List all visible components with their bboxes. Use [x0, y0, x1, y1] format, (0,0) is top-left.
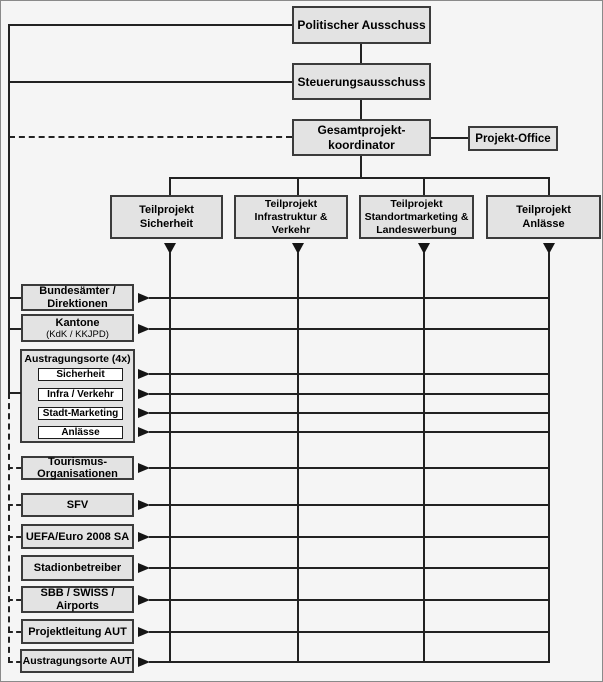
- stub-sbb-dashed: [8, 599, 21, 601]
- node-teilprojekt-infrastruktur-verkehr: Teilprojekt Infrastruktur & Verkehr: [234, 195, 348, 239]
- arrow-right-icon: [138, 500, 150, 510]
- austragungsorte-title: Austragungsorte (4x): [24, 353, 131, 365]
- matrix-row-line: [149, 631, 550, 633]
- arrow-down-icon: [543, 243, 555, 254]
- arrow-right-icon: [138, 595, 150, 605]
- node-austragungsorte-aut: Austragungsorte AUT: [20, 649, 134, 673]
- matrix-row-line: [149, 431, 550, 433]
- matrix-row-line: [149, 504, 550, 506]
- matrix-row-line: [149, 412, 550, 414]
- connector-politischer-steuerungs: [360, 44, 362, 63]
- matrix-row-line: [149, 567, 550, 569]
- stub-kantone: [8, 328, 21, 330]
- arrow-right-icon: [138, 463, 150, 473]
- left-spine-solid: [8, 24, 10, 394]
- left-spine-dashed: [8, 393, 10, 663]
- arrow-right-icon: [138, 627, 150, 637]
- matrix-row-line: [149, 393, 550, 395]
- connector-teilprojekt-splitter: [169, 177, 550, 179]
- node-kantone: Kantone (KdK / KKJPD): [21, 314, 134, 342]
- stub-projektleitung-dashed: [8, 631, 21, 633]
- matrix-row-line: [149, 373, 550, 375]
- node-teilprojekt-anlaesse: Teilprojekt Anlässe: [486, 195, 601, 239]
- stub-bundesaemter: [8, 297, 21, 299]
- arrow-right-icon: [138, 324, 150, 334]
- arrow-right-icon: [138, 657, 150, 667]
- matrix-row-line: [149, 328, 550, 330]
- node-austragungsorte-infra-verkehr: Infra / Verkehr: [38, 388, 123, 401]
- connector-steuerungs-gesamt: [360, 100, 362, 119]
- node-sfv: SFV: [21, 493, 134, 517]
- matrix-row-line: [149, 467, 550, 469]
- matrix-column-line: [297, 252, 299, 663]
- arrow-down-icon: [164, 243, 176, 254]
- arrow-right-icon: [138, 427, 150, 437]
- node-steuerungsausschuss: Steuerungsausschuss: [292, 63, 431, 100]
- arrow-right-icon: [138, 563, 150, 573]
- matrix-row-line: [149, 599, 550, 601]
- connector-drop-sicherheit: [169, 179, 171, 195]
- stub-tourismus-dashed: [8, 467, 21, 469]
- kantone-subtitle: (KdK / KKJPD): [46, 328, 109, 340]
- connector-drop-infrastruktur: [297, 179, 299, 195]
- arrow-right-icon: [138, 369, 150, 379]
- group-austragungsorte: Austragungsorte (4x) Sicherheit Infra / …: [20, 349, 135, 443]
- node-tourismus-organisationen: Tourismus- Organisationen: [21, 456, 134, 480]
- node-teilprojekt-standortmarketing-landeswerbung: Teilprojekt Standortmarketing & Landeswe…: [359, 195, 474, 239]
- matrix-column-line: [169, 252, 171, 663]
- matrix-column-line: [548, 252, 550, 663]
- kantone-title: Kantone: [55, 316, 100, 329]
- matrix-column-line: [423, 252, 425, 663]
- node-projekt-office: Projekt-Office: [468, 126, 558, 151]
- connector-gesamt-projekt-office: [431, 137, 468, 139]
- node-austragungsorte-anlaesse: Anlässe: [38, 426, 123, 439]
- node-gesamtprojektkoordinator: Gesamtprojekt- koordinator: [292, 119, 431, 156]
- matrix-row-line: [149, 297, 550, 299]
- arrow-right-icon: [138, 408, 150, 418]
- arrow-down-icon: [418, 243, 430, 254]
- arrow-down-icon: [292, 243, 304, 254]
- connector-drop-anlaesse: [548, 179, 550, 195]
- node-projektleitung-aut: Projektleitung AUT: [21, 619, 134, 644]
- arrow-right-icon: [138, 389, 150, 399]
- node-teilprojekt-sicherheit: Teilprojekt Sicherheit: [110, 195, 223, 239]
- node-sbb-swiss-airports: SBB / SWISS / Airports: [21, 586, 134, 613]
- node-bundesaemter-direktionen: Bundesämter / Direktionen: [21, 284, 134, 311]
- connector-left-steuerungs: [9, 81, 292, 83]
- node-stadionbetreiber: Stadionbetreiber: [21, 555, 134, 581]
- node-austragungsorte-stadt-marketing: Stadt-Marketing: [38, 407, 123, 420]
- stub-sfv-dashed: [8, 504, 21, 506]
- arrow-right-icon: [138, 293, 150, 303]
- node-austragungsorte-sicherheit: Sicherheit: [38, 368, 123, 381]
- connector-gesamt-splitter: [360, 156, 362, 177]
- stub-uefa-dashed: [8, 536, 21, 538]
- arrow-right-icon: [138, 532, 150, 542]
- connector-drop-standortmarketing: [423, 179, 425, 195]
- node-politischer-ausschuss: Politischer Ausschuss: [292, 6, 431, 44]
- stub-austragungsorte: [8, 392, 21, 394]
- connector-left-politischer: [9, 24, 292, 26]
- matrix-row-line: [149, 661, 550, 663]
- matrix-row-line: [149, 536, 550, 538]
- stub-austragungsorte-aut-dashed: [8, 661, 21, 663]
- connector-left-gesamt-dashed: [9, 136, 292, 138]
- node-uefa-euro-2008-sa: UEFA/Euro 2008 SA: [21, 524, 134, 549]
